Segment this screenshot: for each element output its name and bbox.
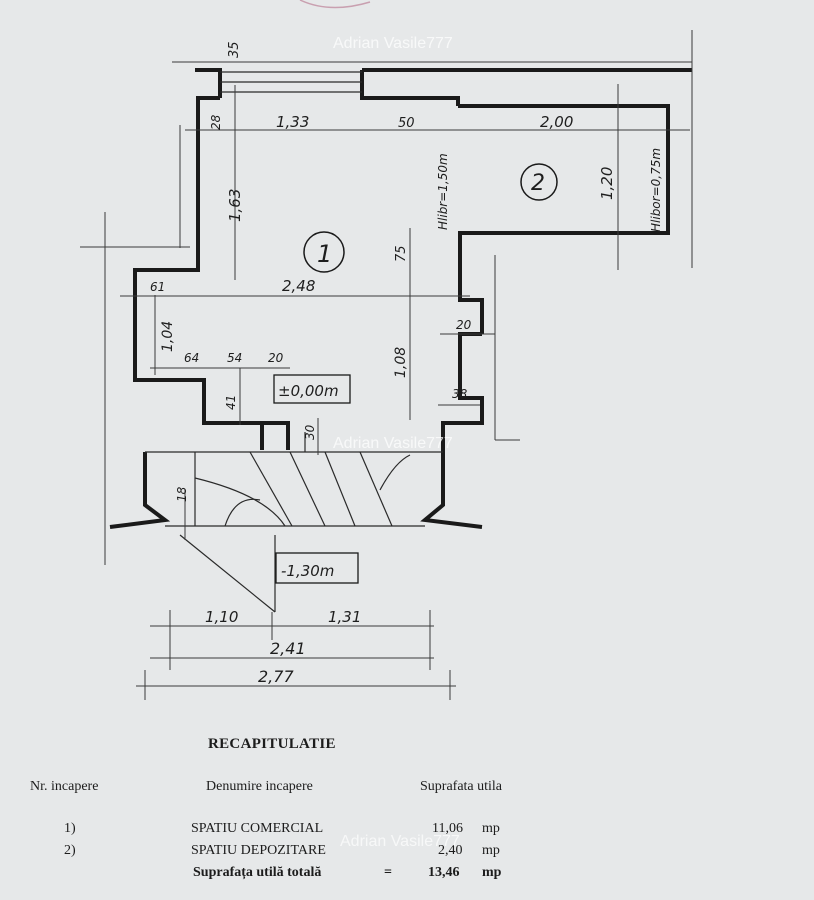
floor-plan: 1 2 ±0,00m -1,30m Hlibr=1,50m Hlibor=0,7…	[80, 0, 693, 700]
dimension-lines	[80, 30, 693, 700]
header-room-number: Nr. incapere	[30, 779, 99, 794]
total-equals: =	[384, 865, 392, 880]
row-1-unit: mp	[482, 821, 500, 836]
dim-30: 30	[303, 424, 317, 440]
dim-75: 75	[394, 245, 409, 262]
dim-38: 38	[452, 387, 468, 401]
summary-title: RECAPITULATIE	[208, 736, 336, 752]
dim-104: 1,04	[160, 321, 176, 352]
row-1-number: 1)	[64, 821, 76, 836]
dim-110: 1,10	[205, 608, 238, 626]
dim-50: 50	[398, 116, 415, 131]
level-main-box	[273, 374, 351, 404]
dim-277: 2,77	[258, 667, 294, 686]
level-stairs-box	[275, 552, 359, 584]
height-room1-note: Hlibr=1,50m	[436, 153, 450, 230]
dim-61: 61	[150, 280, 165, 294]
total-label: Suprafața utilă totală	[193, 865, 322, 880]
level-main-label: ±0,00m	[278, 382, 339, 400]
dim-54: 54	[227, 351, 242, 365]
stairs	[179, 432, 411, 613]
row-2-unit: mp	[482, 843, 500, 858]
watermark-middle: Adrian Vasile777	[333, 435, 453, 452]
dim-64: 64	[184, 351, 199, 365]
row-2-name: SPATIU DEPOZITARE	[191, 843, 326, 858]
dim-248: 2,48	[282, 277, 315, 295]
dim-200: 2,00	[540, 113, 573, 131]
walls	[109, 68, 692, 529]
dim-28: 28	[209, 114, 223, 130]
dim-163: 1,63	[226, 189, 244, 222]
dim-120: 1,20	[598, 167, 616, 200]
dim-41: 41	[224, 395, 238, 410]
room-2-label: 2	[531, 171, 545, 196]
dimension-labels: 35 28 1,33 50 2,00 1,63 1,20 75 61 2,48 …	[150, 41, 616, 686]
row-2-number: 2)	[64, 843, 76, 858]
watermark-bottom: Adrian Vasile777	[340, 833, 460, 850]
dim-108: 1,08	[393, 347, 409, 378]
room-2-circle	[520, 163, 558, 201]
header-room-name: Denumire incapere	[206, 779, 313, 794]
height-room2-note: Hlibor=0,75m	[649, 148, 663, 232]
dim-18: 18	[175, 486, 189, 502]
level-stairs-label: -1,30m	[281, 562, 334, 580]
room-1-label: 1	[317, 240, 332, 268]
dim-241: 2,41	[270, 639, 306, 658]
dim-20a: 20	[456, 318, 472, 332]
dim-133: 1,33	[276, 113, 309, 131]
total-unit: mp	[482, 865, 502, 880]
total-area: 13,46	[428, 865, 460, 880]
room-1-circle	[303, 231, 345, 273]
dim-35: 35	[227, 41, 242, 58]
row-2-area: 2,40	[438, 843, 463, 858]
dim-131: 1,31	[328, 608, 361, 626]
row-1-name: SPATIU COMERCIAL	[191, 821, 324, 836]
watermark-top: Adrian Vasile777	[333, 35, 453, 52]
red-mark-decoration	[299, 0, 371, 9]
header-usable-area: Suprafata utila	[420, 779, 503, 794]
row-1-area: 11,06	[432, 821, 463, 836]
dim-20b: 20	[268, 351, 284, 365]
